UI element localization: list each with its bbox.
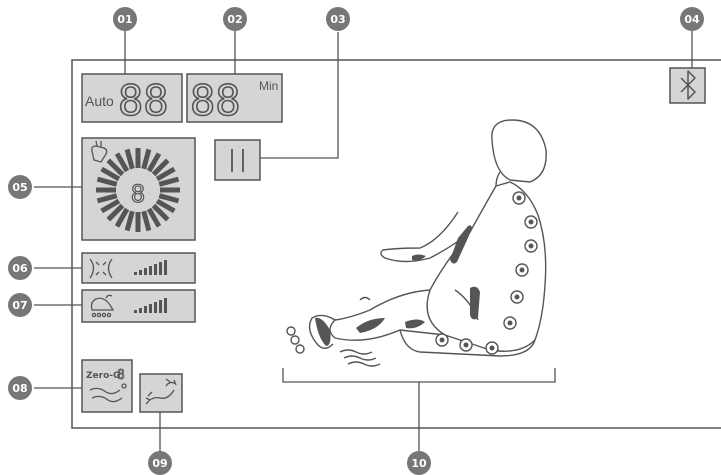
foot-roller-icon <box>90 294 115 318</box>
airbag-pads <box>315 225 480 346</box>
minute-digits: 88 <box>190 76 241 125</box>
svg-text:02: 02 <box>227 13 242 26</box>
intensity-panel: 8 <box>81 137 196 241</box>
intensity-segment <box>146 152 162 173</box>
auto-timer-panel: Auto 88 <box>81 73 183 126</box>
intensity-segment <box>124 148 135 170</box>
zero-g-digit: 8 <box>117 368 125 383</box>
intensity-segment <box>141 148 152 170</box>
airbag-icon <box>89 258 113 279</box>
intensity-segment <box>158 193 180 204</box>
intensity-segment <box>155 198 176 214</box>
intensity-segment <box>100 198 121 214</box>
zero-g-label: Zero-G <box>86 371 120 381</box>
display-frame <box>71 59 721 429</box>
intensity-segment <box>100 166 121 182</box>
intensity-segment <box>158 176 180 187</box>
heat-waves <box>339 349 381 367</box>
pause-button[interactable] <box>214 139 261 181</box>
zero-g-button[interactable]: Zero-G 8 <box>81 359 133 413</box>
svg-text:04: 04 <box>684 13 700 26</box>
callout-03: 03 <box>326 7 350 31</box>
foot-roller-level-panel <box>81 289 196 323</box>
svg-text:03: 03 <box>330 13 345 26</box>
massage-nodes <box>435 191 538 355</box>
intensity-segment <box>151 203 170 222</box>
intensity-segment <box>141 210 152 232</box>
svg-text:10: 10 <box>411 457 427 470</box>
min-label: Min <box>259 79 278 93</box>
callout-08: 08 <box>8 376 32 400</box>
arm <box>380 211 471 263</box>
auto-digits: 88 <box>118 76 169 125</box>
intensity-segment <box>146 207 162 228</box>
intensity-segment <box>155 166 176 182</box>
intensity-segment <box>106 158 125 177</box>
zero-g-icon <box>89 383 127 403</box>
svg-text:01: 01 <box>117 13 132 26</box>
calf <box>308 314 336 349</box>
recline-button[interactable] <box>139 373 183 413</box>
intensity-segment <box>114 207 130 228</box>
hand-icon <box>91 140 108 163</box>
foot-roller-level-bars <box>134 298 167 313</box>
callout-07: 07 <box>8 293 32 317</box>
leader-lines <box>34 30 693 458</box>
airbag-level-bars <box>134 260 167 275</box>
intensity-digit: 8 <box>131 180 145 208</box>
recline-icon <box>145 378 177 405</box>
svg-text:05: 05 <box>12 181 27 194</box>
callout-05: 05 <box>8 175 32 199</box>
auto-label: Auto <box>85 93 114 109</box>
head <box>491 119 547 183</box>
svg-text:09: 09 <box>152 457 167 470</box>
svg-text:08: 08 <box>12 382 27 395</box>
intensity-segment <box>96 193 118 204</box>
intensity-segment <box>114 152 130 173</box>
seat-leg <box>399 329 536 357</box>
intensity-segment <box>96 176 118 187</box>
callout-06: 06 <box>8 256 32 280</box>
foot-circles <box>286 326 305 354</box>
minute-panel: 88 Min <box>186 73 283 126</box>
callout-10: 10 <box>407 451 431 475</box>
svg-text:06: 06 <box>12 262 28 275</box>
bluetooth-button[interactable] <box>669 67 706 104</box>
callout-09: 09 <box>148 451 172 475</box>
intensity-segment <box>124 210 135 232</box>
callout-04: 04 <box>680 7 704 31</box>
callout-02: 02 <box>223 7 247 31</box>
torso <box>426 181 547 352</box>
bluetooth-icon <box>680 70 696 100</box>
airbag-level-panel <box>81 252 196 284</box>
intensity-ring <box>96 148 180 232</box>
callout-01: 01 <box>113 7 137 31</box>
intensity-segment <box>151 158 170 177</box>
pause-icon <box>231 149 244 172</box>
svg-text:07: 07 <box>12 299 27 312</box>
intensity-segment <box>106 203 125 222</box>
